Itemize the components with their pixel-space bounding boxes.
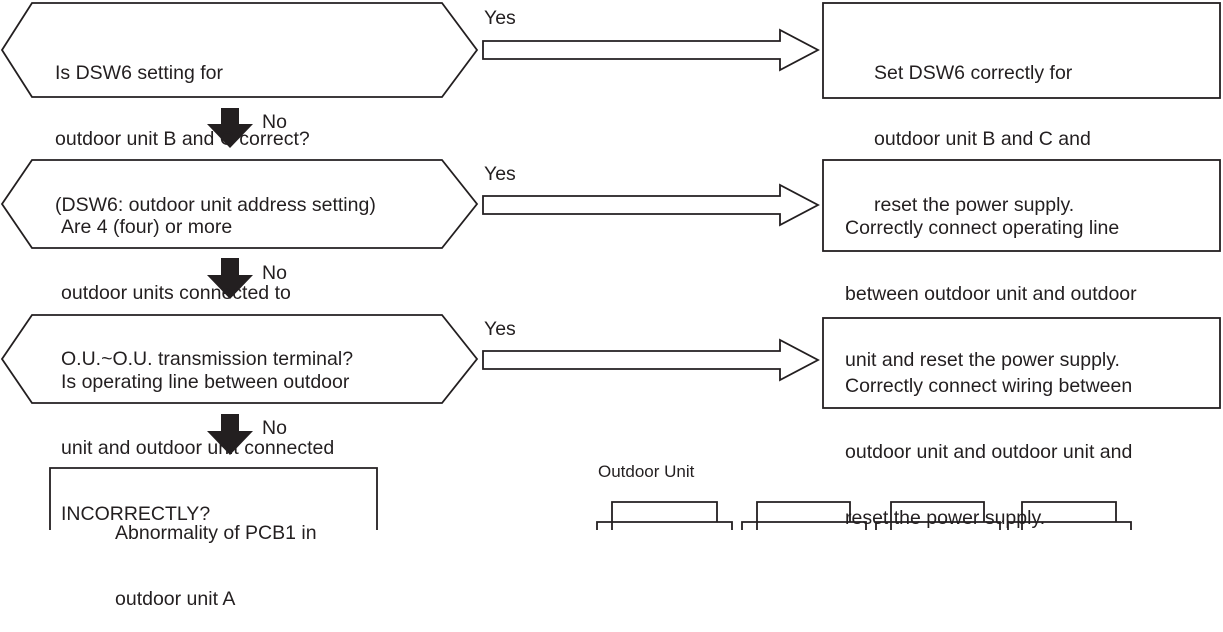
action-3-box <box>822 317 1221 409</box>
outdoor-unit-2 <box>741 501 867 530</box>
decision-3-line-1: Is operating line between outdoor <box>61 371 350 393</box>
action-1-line-3: reset the power supply. <box>874 194 1075 216</box>
yes-label-1: Yes <box>484 7 516 29</box>
no-arrow-1 <box>207 108 253 148</box>
action-2-line-2: between outdoor unit and outdoor <box>845 283 1137 305</box>
no-label-3: No <box>262 417 287 439</box>
decision-2-line-2: outdoor units connected to <box>61 282 291 304</box>
yes-arrow-2 <box>482 183 820 227</box>
decision-1-line-3: (DSW6: outdoor unit address setting) <box>55 194 376 216</box>
no-label-2: No <box>262 262 287 284</box>
yes-label-3: Yes <box>484 318 516 340</box>
action-2-text: Correctly connect operating line between… <box>845 173 1137 393</box>
decision-1-line-2: outdoor unit B and C correct? <box>55 128 310 150</box>
final-line-2: outdoor unit A <box>115 588 236 610</box>
yes-arrow-1 <box>482 28 820 72</box>
action-1-box <box>822 2 1221 99</box>
decision-1-line-1: Is DSW6 setting for <box>55 62 223 84</box>
outdoor-unit-4 <box>1007 501 1132 530</box>
action-2-line-1: Correctly connect operating line <box>845 217 1120 239</box>
action-2-box <box>822 159 1221 252</box>
decision-2-line-3: O.U.~O.U. transmission terminal? <box>61 348 354 370</box>
decision-1-text: Is DSW6 setting for outdoor unit B and C… <box>55 18 376 238</box>
decision-1-shape <box>0 2 479 98</box>
troubleshooting-flowchart <box>0 2 1221 530</box>
decision-2-shape <box>0 159 479 249</box>
decision-3-line-2: unit and outdoor unit connected <box>61 437 335 459</box>
action-1-text: Set DSW6 correctly for outdoor unit B an… <box>874 18 1091 238</box>
action-1-line-2: outdoor unit B and C and <box>874 128 1091 150</box>
action-3-text: Correctly connect wiring between outdoor… <box>845 331 1132 551</box>
action-2-line-3: unit and reset the power supply. <box>845 349 1120 371</box>
final-box <box>49 467 378 530</box>
decision-2-text: Are 4 (four) or more outdoor units conne… <box>61 172 353 392</box>
decision-3-text: Is operating line between outdoor unit a… <box>61 327 349 547</box>
final-line-1: Abnormality of PCB1 in <box>115 522 317 544</box>
no-label-1: No <box>262 111 287 133</box>
yes-label-2: Yes <box>484 163 516 185</box>
action-3-line-1: Correctly connect wiring between <box>845 375 1133 397</box>
outdoor-unit-title: Outdoor Unit <box>598 462 695 481</box>
yes-arrow-3 <box>482 338 820 382</box>
decision-2-line-1: Are 4 (four) or more <box>61 216 233 238</box>
decision-3-line-3: INCORRECTLY? <box>61 503 211 525</box>
action-1-line-1: Set DSW6 correctly for <box>874 62 1073 84</box>
outdoor-unit-1 <box>596 501 733 530</box>
decision-3-shape <box>0 314 479 404</box>
outdoor-unit-3 <box>875 501 1001 530</box>
final-box-text: Abnormality of PCB1 in outdoor unit A <box>115 478 317 632</box>
action-3-line-3: reset the power supply. <box>845 507 1046 529</box>
no-arrow-2 <box>207 258 253 299</box>
action-3-line-2: outdoor unit and outdoor unit and <box>845 441 1133 463</box>
no-arrow-3 <box>207 414 253 455</box>
